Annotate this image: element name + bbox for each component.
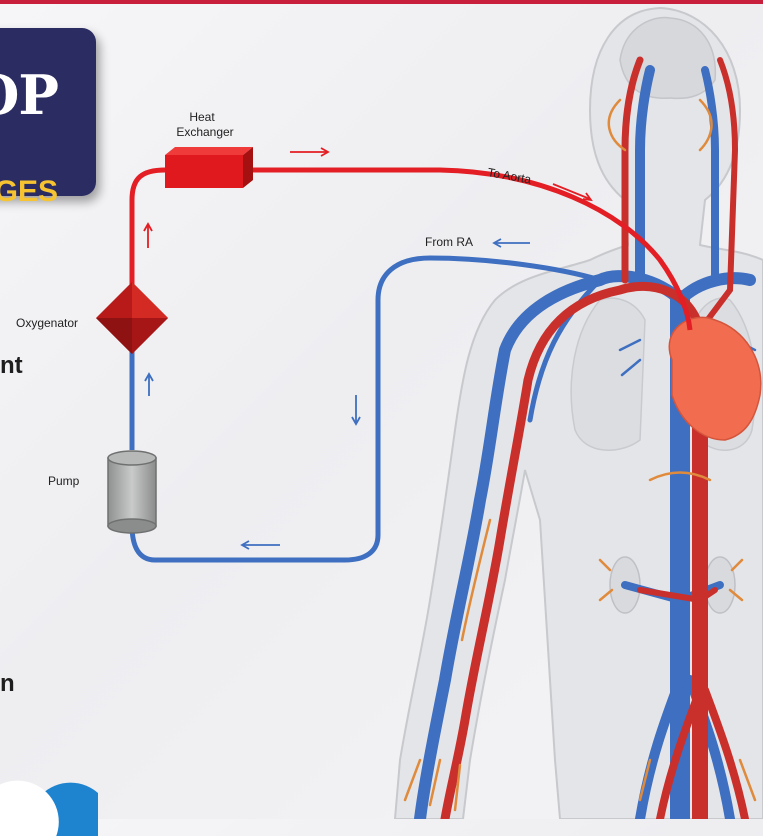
pump bbox=[108, 451, 156, 533]
label-from-ra: From RA bbox=[425, 235, 473, 249]
arrow-left-bottom bbox=[242, 541, 280, 549]
bypass-circuit-diagram: Heat Exchanger Oxygenator Pump To Aorta … bbox=[0, 0, 763, 819]
arrow-right-top bbox=[290, 148, 328, 156]
arrow-from-ra bbox=[494, 239, 530, 247]
label-to-aorta: To Aorta bbox=[486, 165, 532, 186]
heat-exchanger bbox=[165, 147, 253, 188]
label-exchanger: Exchanger bbox=[176, 125, 233, 139]
bottom-decoration bbox=[0, 736, 98, 836]
label-pump: Pump bbox=[48, 474, 80, 488]
oxygenator bbox=[96, 282, 168, 354]
label-heat: Heat bbox=[189, 110, 215, 124]
arrow-up-arterial bbox=[144, 224, 152, 248]
arrow-up-venous bbox=[145, 374, 153, 396]
label-oxygenator: Oxygenator bbox=[16, 316, 78, 330]
badge-title: OP bbox=[0, 65, 58, 125]
side-text-line-1: nt bbox=[0, 352, 23, 380]
side-text-line-2: n bbox=[0, 670, 15, 698]
badge-subtitle: GES bbox=[0, 175, 58, 209]
promo-badge: OP GES bbox=[0, 28, 96, 196]
arrow-down-venous bbox=[352, 395, 360, 424]
